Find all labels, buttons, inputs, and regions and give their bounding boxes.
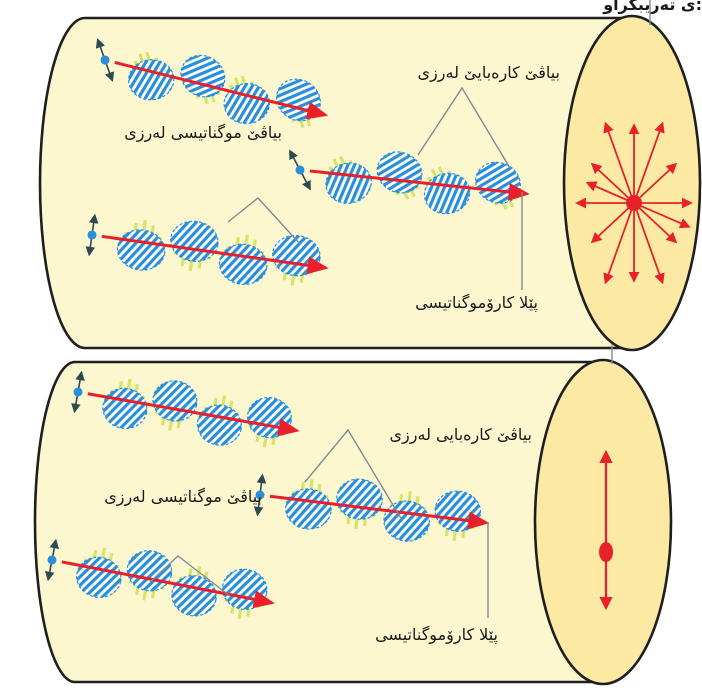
wave-origin-dot — [255, 490, 265, 500]
radial-arrow — [603, 202, 635, 285]
panel-polarized: بیاڤێ کارەبایی لەرزی بیاڤێ موگناتیسی لەر… — [33, 344, 673, 686]
leader-electric-top — [417, 86, 511, 169]
leader-electric-bottom — [304, 428, 403, 521]
radial-arrow — [633, 121, 665, 204]
electric-wave-label-top: بیاڤێ کارەبایێ لەرزی — [418, 63, 560, 83]
radial-arrow — [633, 202, 678, 244]
radial-arrow — [603, 121, 635, 204]
radial-arrow — [585, 181, 635, 204]
leader-magnetic-top — [227, 197, 301, 245]
wave-group-4 — [71, 370, 300, 448]
wave-group-1 — [95, 38, 329, 128]
propagation-arrow — [61, 560, 275, 609]
panel-unpolarized: بیاڤێ کارەبایێ لەرزی بیاڤێ موگناتیسی لەر… — [38, 0, 702, 352]
wave-origin-dot — [87, 230, 97, 240]
tube-end-face-bottom — [533, 358, 673, 686]
wave-group-2 — [289, 149, 530, 215]
beam-cross-section-dot — [626, 195, 642, 211]
magnetic-wave-label-top: بیاڤێ موگناتیسی لەرزی — [124, 123, 282, 143]
wave-origin-dot — [100, 55, 110, 65]
leader-magnetic-bottom — [149, 555, 231, 597]
wave-origin-dot — [73, 387, 83, 397]
propagation-arrow — [114, 60, 329, 120]
radial-arrow — [590, 202, 635, 244]
propagation-arrow — [269, 494, 490, 530]
tube-end-face-top — [562, 14, 702, 352]
em-beam-label-bottom: پێلا کارۆموگناتیسی — [375, 625, 498, 645]
magnetic-wave-label-bottom: بیاڤێ موگناتیسی لەرزی — [104, 487, 262, 507]
propagation-arrow — [87, 392, 300, 437]
top-cropped-label: ی تەریبکراو: — [602, 0, 702, 14]
wave-origin-dot — [47, 555, 57, 565]
wave-group-3 — [85, 213, 329, 286]
beam-cross-section-dot-bottom — [599, 542, 613, 562]
wave-group-6 — [44, 538, 275, 620]
radial-arrow — [633, 202, 691, 229]
radial-arrow — [633, 162, 678, 204]
radial-arrow — [633, 202, 665, 285]
wave-origin-dot — [295, 165, 305, 175]
radial-arrow — [590, 162, 635, 204]
em-beam-label-top: پێلا کارۆموگناتیسی — [415, 293, 538, 313]
propagation-arrow — [101, 234, 329, 275]
wave-group-5 — [253, 473, 490, 542]
radial-field-arrows — [575, 121, 693, 285]
propagation-arrow — [309, 169, 530, 201]
electric-wave-label-bottom: بیاڤێ کارەبایی لەرزی — [390, 425, 532, 445]
